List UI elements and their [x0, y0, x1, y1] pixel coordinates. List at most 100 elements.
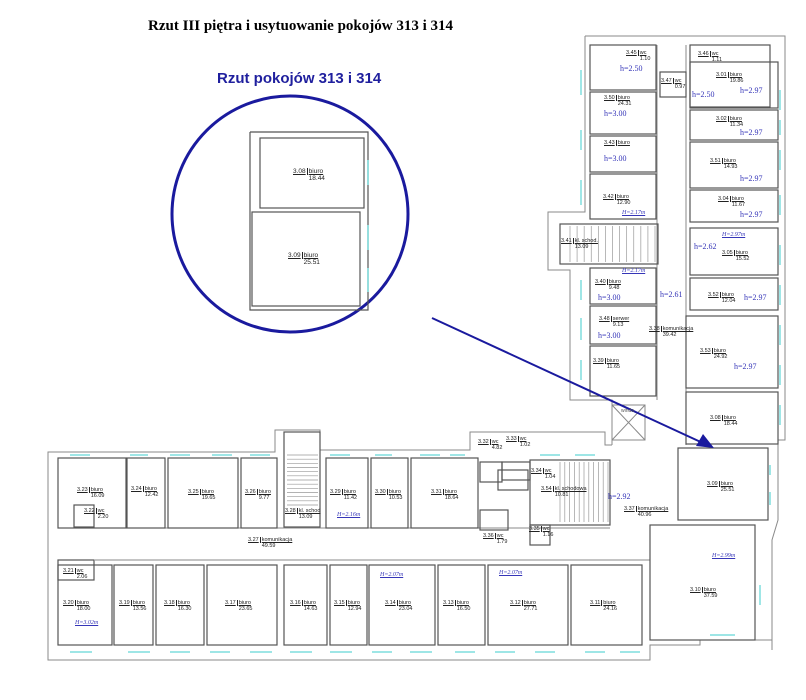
- room-area: 11.42: [343, 495, 358, 501]
- room-3-42: [589, 173, 657, 220]
- room-number: 3.33: [506, 436, 519, 442]
- room-area: 18.44: [308, 175, 325, 182]
- room-type: biuro: [444, 489, 457, 495]
- room-number: 3.42: [603, 194, 616, 200]
- room-type: biuro: [723, 158, 736, 164]
- room-type: biuro: [398, 600, 411, 606]
- inset-detail: [170, 94, 410, 334]
- ceiling-height: h=2.61: [660, 290, 683, 299]
- room-number: 3.40: [595, 279, 608, 285]
- room-area: 1.04: [544, 474, 556, 480]
- room-3-11: [570, 564, 643, 646]
- room-area: 16.09: [90, 493, 105, 499]
- room-3-20: [57, 564, 113, 646]
- room-number: 3.29: [330, 489, 343, 495]
- room-3-01: [689, 61, 779, 109]
- room-3-47: [659, 71, 687, 98]
- room-3-14: [368, 564, 436, 646]
- room-3-30: [370, 457, 409, 529]
- room-number: 3.53: [700, 348, 713, 354]
- room-area: 11.34: [729, 122, 744, 128]
- room-3-02: [689, 109, 779, 141]
- room-number: 3.15: [334, 600, 347, 606]
- room-area: 0.97: [674, 84, 686, 90]
- room-3-26: [240, 457, 278, 529]
- room-type: biuro: [238, 600, 251, 606]
- room-area: 12.90: [616, 200, 631, 206]
- room-3-31: [410, 457, 479, 529]
- room-number: 3.54: [541, 486, 554, 492]
- pointer-arrow: [431, 317, 714, 448]
- room-3-53: [685, 315, 779, 389]
- room-number: 3.18: [164, 600, 177, 606]
- room-type: kl. schodowa: [554, 486, 587, 492]
- room-3-54: [529, 459, 611, 526]
- room-3-32: [479, 461, 503, 483]
- ceiling-height: h=2.50: [692, 90, 715, 99]
- ceiling-height: h=2.50: [620, 64, 643, 73]
- room-3-12: [487, 564, 569, 646]
- room-type: biuro: [388, 489, 401, 495]
- room-area: 25.51: [303, 259, 320, 266]
- room-type: biuro: [132, 600, 145, 606]
- room-type: biuro: [735, 250, 748, 256]
- ceiling-height: h=3.00: [604, 109, 627, 118]
- room-area: 19.65: [201, 495, 216, 501]
- room-type: biuro: [603, 600, 616, 606]
- room-number: 3.01: [716, 72, 729, 78]
- room-type: biuro: [729, 116, 742, 122]
- room-number: 3.13: [443, 600, 456, 606]
- room-type: biuro: [720, 481, 733, 487]
- room-number: 3.34: [531, 468, 544, 474]
- room-type: komunikacja: [662, 326, 694, 332]
- room-3-22: [73, 504, 95, 528]
- room-type: biuro: [721, 292, 734, 298]
- room-3-23: [57, 457, 127, 529]
- north-wing-left-wall: [547, 36, 613, 445]
- room-area: 14.63: [303, 606, 318, 612]
- room-3-36: [479, 509, 509, 531]
- ceiling-height: h=2.97: [740, 128, 763, 137]
- room-number: 3.41: [561, 238, 574, 244]
- room-3-33: [501, 461, 531, 481]
- room-number: 3.05: [722, 250, 735, 256]
- room-area: 18.64: [444, 495, 459, 501]
- room-number: 3.10: [690, 587, 703, 593]
- room-type: serwer: [612, 316, 630, 322]
- room-type: biuro: [617, 140, 630, 146]
- room-type: biuro: [456, 600, 469, 606]
- room-type: wc: [544, 468, 552, 474]
- room-number: 3.43: [604, 140, 617, 146]
- room-area: 11.67: [731, 202, 746, 208]
- room-area: 1.02: [519, 442, 531, 448]
- room-area: 23.04: [398, 606, 413, 612]
- room-type: biuro: [303, 600, 316, 606]
- room-3-16: [283, 564, 328, 646]
- room-number: 3.23: [77, 487, 90, 493]
- room-number: 3.37: [624, 506, 637, 512]
- ceiling-height: h=2.97: [744, 293, 767, 302]
- room-3-51: [689, 141, 779, 189]
- room-type: wc: [496, 533, 504, 539]
- room-type: komunikacja: [261, 537, 293, 543]
- room-area: 18.00: [76, 606, 91, 612]
- ceiling-height: h=2.97: [740, 86, 763, 95]
- room-type: komunikacja: [637, 506, 669, 512]
- room-3-39: [589, 345, 657, 397]
